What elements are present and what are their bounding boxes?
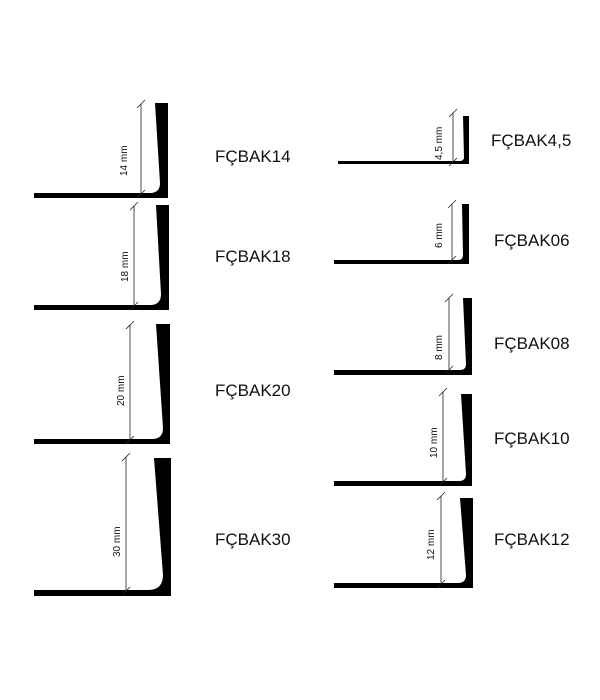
profile-fcbak20: 20 mm FÇBAK20 — [34, 320, 291, 445]
profile-shape-fcbak14 — [34, 103, 168, 198]
dimension-label-fcbak08: 8 mm — [434, 335, 445, 360]
code-label-fcbak08: FÇBAK08 — [494, 334, 570, 353]
profile-fcbak4-5: 4,5 mm FÇBAK4,5 — [338, 108, 571, 167]
profile-fcbak30: 30 mm FÇBAK30 — [34, 452, 291, 596]
profile-fcbak08: 8 mm FÇBAK08 — [334, 293, 570, 375]
profile-shape-fcbak30 — [34, 458, 171, 596]
profile-shape-fcbak18 — [34, 205, 169, 310]
code-label-fcbak10: FÇBAK10 — [494, 429, 570, 448]
profile-fcbak12: 12 mm FÇBAK12 — [334, 491, 570, 589]
code-label-fcbak12: FÇBAK12 — [494, 530, 570, 549]
dimension-label-fcbak12: 12 mm — [426, 529, 437, 560]
dimension-label-fcbak10: 10 mm — [429, 427, 440, 458]
dimension-label-fcbak4-5: 4,5 mm — [434, 127, 445, 160]
code-label-fcbak20: FÇBAK20 — [215, 381, 291, 400]
dimension-label-fcbak06: 6 mm — [434, 223, 445, 248]
dimension-label-fcbak30: 30 mm — [112, 526, 123, 557]
code-label-fcbak18: FÇBAK18 — [215, 247, 291, 266]
profile-fcbak10: 10 mm FÇBAK10 — [334, 387, 570, 487]
profile-shape-fcbak10 — [334, 394, 472, 486]
dimension-label-fcbak18: 18 mm — [120, 251, 131, 282]
dimension-label-fcbak14: 14 mm — [119, 145, 130, 176]
profile-fcbak06: 6 mm FÇBAK06 — [334, 199, 570, 265]
profile-shape-fcbak20 — [34, 324, 170, 444]
code-label-fcbak4-5: FÇBAK4,5 — [491, 131, 571, 150]
code-label-fcbak14: FÇBAK14 — [215, 147, 291, 166]
profile-fcbak14: 14 mm FÇBAK14 — [34, 99, 291, 199]
profile-fcbak18: 18 mm FÇBAK18 — [34, 201, 291, 311]
profile-shape-fcbak06 — [334, 204, 469, 264]
code-label-fcbak30: FÇBAK30 — [215, 530, 291, 549]
profile-shape-fcbak4-5 — [338, 116, 469, 164]
code-label-fcbak06: FÇBAK06 — [494, 231, 570, 250]
dimension-label-fcbak20: 20 mm — [116, 375, 127, 406]
profile-shape-fcbak08 — [334, 298, 472, 375]
profile-shape-fcbak12 — [334, 498, 473, 588]
